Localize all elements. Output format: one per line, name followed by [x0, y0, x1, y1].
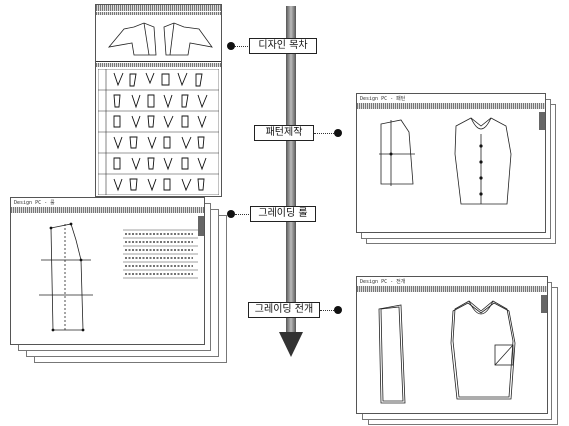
- pattern-grid: [98, 69, 219, 195]
- rule-table: [123, 229, 198, 279]
- window-title: Design PC - 전개: [360, 279, 406, 285]
- step-2-bullet: [334, 129, 342, 137]
- flow-arrow: [279, 6, 303, 357]
- step-3-label: 그레이딩 룰: [250, 206, 316, 222]
- step-1-connector: [235, 46, 248, 47]
- step-3-bullet: [227, 210, 235, 218]
- step-2-label: 패턴제작: [254, 125, 314, 141]
- window-title: Design PC - 룰: [14, 200, 55, 206]
- grading-rule-window: Design PC - 룰: [10, 197, 205, 345]
- sheet-separator: [96, 61, 221, 62]
- grading-result-window: Design PC - 전개: [356, 276, 548, 414]
- pattern-drawing: [379, 117, 512, 205]
- window-scrollbar[interactable]: [539, 112, 545, 130]
- step-1-label: 디자인 목차: [249, 38, 317, 54]
- step-4-connector: [320, 310, 334, 311]
- graded-pattern-drawing: [378, 300, 516, 404]
- window-scrollbar[interactable]: [541, 295, 547, 313]
- window-title: Design PC - 패턴: [360, 96, 406, 102]
- step-4-label: 그레이딩 전개: [248, 302, 320, 318]
- step-1-bullet: [227, 42, 235, 50]
- step-3-connector: [235, 214, 249, 215]
- design-catalog-sheet: [95, 4, 222, 197]
- window-scrollbar[interactable]: [198, 216, 204, 236]
- step-4-bullet: [334, 306, 342, 314]
- rule-pattern-drawing: [39, 222, 93, 332]
- jacket-sketch: [107, 22, 213, 56]
- pattern-making-window: Design PC - 패턴: [356, 93, 546, 233]
- step-2-connector: [314, 133, 334, 134]
